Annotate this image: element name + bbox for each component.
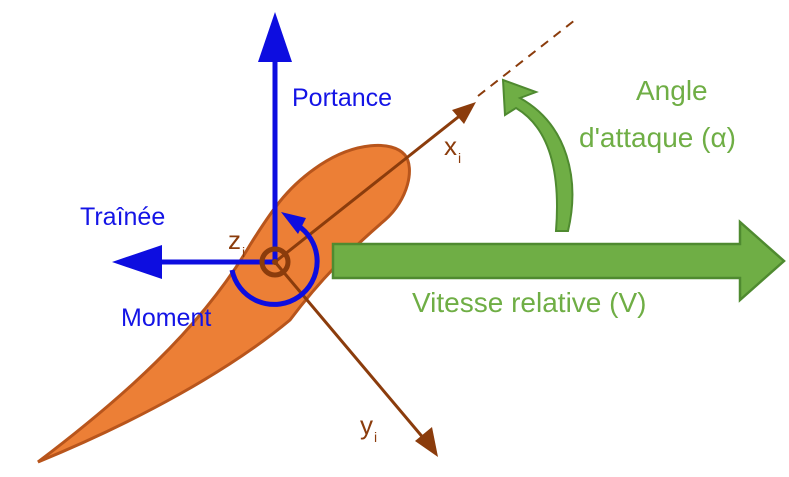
x-axis-label: xi [444, 133, 461, 165]
moment-arc [229, 222, 320, 307]
x-axis-arrowhead [452, 102, 476, 124]
z-axis-letter: z [228, 225, 241, 255]
z-axis-subscript: i [242, 244, 246, 260]
y-axis-label: yi [360, 412, 377, 444]
lift-arrowhead [258, 12, 292, 62]
y-axis-line [273, 261, 427, 441]
origin-dot [272, 259, 278, 265]
z-axis-label: zi [228, 227, 245, 259]
angle-label-line2: d'attaque (α) [579, 122, 736, 153]
airfoil-shape [37, 143, 411, 464]
velocity-label: Vitesse relative (V) [412, 287, 647, 318]
y-axis-letter: y [360, 410, 373, 440]
x-axis-line [274, 112, 463, 264]
x-axis-subscript: i [458, 150, 462, 166]
velocity-arrow [331, 219, 786, 303]
lift-label: Portance [292, 84, 393, 112]
moment-arrowhead [281, 212, 306, 234]
origin-z-axis-circle [259, 246, 291, 278]
angle-label-line1: Angle [636, 75, 708, 106]
y-axis-subscript: i [374, 429, 378, 445]
angle-of-attack-arrow [501, 78, 574, 232]
drag-arrowhead [112, 245, 162, 279]
chord-extension-dashed [477, 19, 576, 97]
x-axis-letter: x [444, 131, 457, 161]
moment-label: Moment [121, 304, 212, 332]
y-axis-arrowhead [415, 427, 438, 457]
drag-label: Traînée [80, 203, 166, 231]
